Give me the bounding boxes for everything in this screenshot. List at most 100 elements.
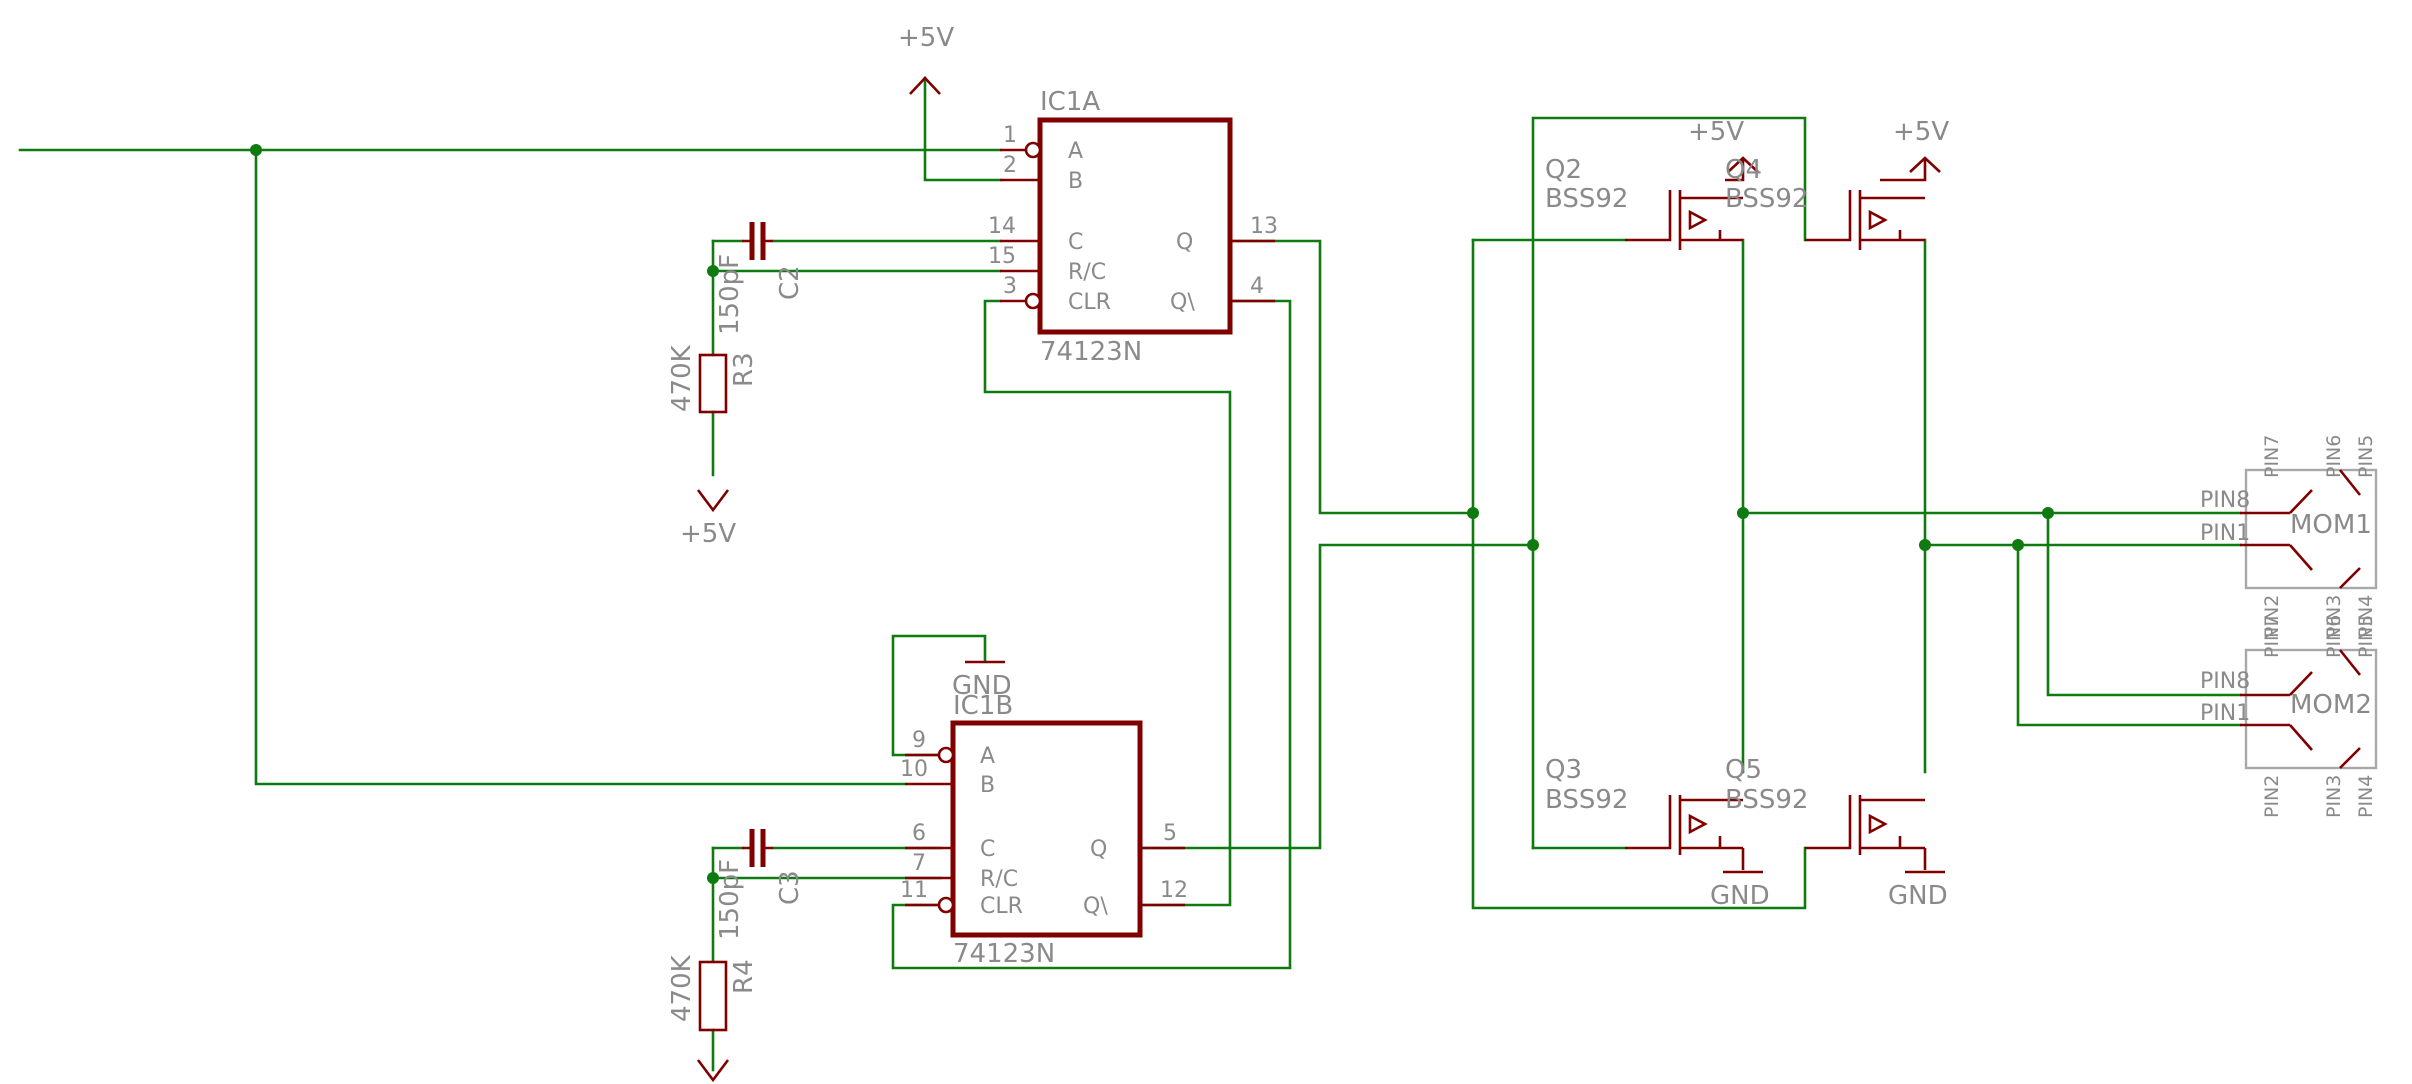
q2-mosfet-icon: [1625, 190, 1743, 250]
ic1a-label-c: C: [1068, 230, 1083, 255]
ic1b-pin-qn-num: 12: [1160, 878, 1188, 903]
wire-ic1a-qn-to-ic1b-clr: [891, 299, 1292, 970]
switch-icon: [2240, 649, 2362, 769]
q4-name: Q4: [1725, 155, 1762, 185]
ic1b-pin-rc-num: 7: [912, 851, 926, 876]
c2-value: 150pF: [715, 254, 745, 335]
ic1b-label-q: Q: [1090, 837, 1107, 862]
vcc-arrow-icon: [1909, 156, 1941, 173]
ic1a-label-a: A: [1068, 139, 1083, 164]
mom1-pin8: PIN8: [2200, 488, 2250, 513]
mom2-pin5: PIN5: [2355, 615, 2377, 658]
mom1-pin1: PIN1: [2200, 521, 2250, 546]
mom1-body: [2244, 468, 2378, 590]
q5-mosfet-icon: [1805, 795, 1925, 855]
ic1a-symbol: IC1A 74123N 1 2 14 15 3 13 4 A B C R/C C…: [988, 87, 1278, 367]
vcc-arrow-icon: [1880, 160, 1927, 182]
mom2-pin4: PIN4: [2355, 775, 2377, 818]
ic1b-pin-c-num: 6: [912, 821, 926, 846]
ic1a-pin-leads: [1000, 148, 1275, 303]
mom2-name: MOM2: [2290, 690, 2372, 720]
r4-name: R4: [729, 959, 759, 994]
ic1b-label-b: B: [980, 773, 995, 798]
junction-dot: [2012, 539, 2024, 551]
q2-name: Q2: [1545, 155, 1582, 185]
mom1-pin7: PIN7: [2261, 435, 2283, 478]
c2-name: C2: [775, 265, 805, 300]
mom2-pin7: PIN7: [2261, 615, 2283, 658]
mom1-pin5: PIN5: [2355, 435, 2377, 478]
vcc-label: +5V: [1893, 117, 1949, 147]
r4-value: 470K: [667, 954, 697, 1022]
junction-dot: [707, 265, 719, 277]
q5-type: BSS92: [1725, 785, 1808, 815]
passives: C2 150pF R3 470K C3 150pF R4 470K: [667, 222, 805, 1032]
wire-ic1b-q: [1138, 543, 1535, 850]
ic1a-pin-clr-num: 3: [1003, 274, 1017, 299]
ic1a-label-q: Q: [1176, 230, 1193, 255]
resistor-icon: [698, 353, 728, 414]
ic1b-pin-clr-num: 11: [900, 878, 928, 903]
r3-name: R3: [729, 352, 759, 387]
ic1a-label-qn: Q\: [1170, 290, 1195, 315]
ic1b-label-qn: Q\: [1083, 894, 1108, 919]
ic1b-label-clr: CLR: [980, 894, 1023, 919]
ic1a-pin-q-num: 13: [1250, 214, 1278, 239]
wire-net-q2-q5-gate: [1471, 238, 1807, 910]
q2-type: BSS92: [1545, 184, 1628, 214]
junction-dot: [250, 144, 262, 156]
vcc-arrow-icon: [696, 1059, 730, 1083]
mom1-pin4: PIN4: [2355, 595, 2377, 638]
resistor-icon: [698, 960, 728, 1032]
mom1-pin6: PIN6: [2323, 435, 2345, 478]
wire-ic1a-q: [1228, 239, 1475, 515]
q3-name: Q3: [1545, 755, 1582, 785]
ic1b-label-c: C: [980, 837, 995, 862]
ic1a-label-rc: R/C: [1068, 260, 1106, 285]
vcc-label: +5V: [680, 519, 736, 549]
wire-input-to-ic1b-pin10: [254, 148, 907, 786]
ic1a-pin-rc-num: 15: [988, 244, 1016, 269]
q4-type: BSS92: [1725, 184, 1808, 214]
junction-dot: [1919, 539, 1931, 551]
ic1b-label-a: A: [980, 744, 995, 769]
inversion-bubble-icon: [937, 896, 955, 914]
mom1-connector: MOM1 PIN8 PIN1 PIN7 PIN6 PIN5 PIN2 PIN3 …: [2200, 435, 2378, 638]
ic1a-pin-c-num: 14: [988, 214, 1016, 239]
vcc-arrow-icon: [1725, 160, 1745, 182]
gnd-label: GND: [1710, 881, 1770, 911]
mom2-body: [2244, 648, 2378, 770]
junction-dot: [1737, 507, 1749, 519]
vcc-label: +5V: [898, 23, 954, 53]
junction-dot: [2042, 507, 2054, 519]
wire-net-q3-q4-gate: [1531, 116, 1807, 850]
mom2-pin1: PIN1: [2200, 701, 2250, 726]
mom2-pin2: PIN2: [2261, 775, 2283, 818]
vcc-arrow-icon: [1727, 156, 1759, 173]
junction-dot: [1467, 507, 1479, 519]
ic1a-label-b: B: [1068, 169, 1083, 194]
ic1b-pin-q-num: 5: [1163, 821, 1177, 846]
switch-icon: [2240, 469, 2362, 589]
mom2-pin8: PIN8: [2200, 669, 2250, 694]
ic1b-label-rc: R/C: [980, 867, 1018, 892]
wire-ic1a-clr-to-ic1b-qn: [983, 299, 1232, 907]
ic1b-symbol: IC1B 74123N 9 10 6 7 11 5 12 A B C R/C C…: [900, 691, 1188, 969]
ic1b-type: 74123N: [953, 939, 1055, 969]
ic1a-name: IC1A: [1040, 87, 1100, 117]
wire-out-a-to-mom2: [2046, 511, 2242, 697]
capacitor-icon: [749, 829, 766, 867]
inversion-bubble-icon: [1024, 141, 1042, 159]
q3-mosfet-icon: [1625, 795, 1743, 855]
ic1a-type: 74123N: [1040, 337, 1142, 367]
gnd-label: GND: [952, 671, 1012, 701]
inversion-bubble-icon: [937, 746, 955, 764]
mom1-name: MOM1: [2290, 510, 2372, 540]
mosfets: Q2 BSS92 Q4 BSS92 Q3 BSS92 Q5 BSS92: [1545, 155, 1925, 855]
c3-value: 150pF: [715, 859, 745, 940]
gnd-label: GND: [1888, 881, 1948, 911]
ic1a-pin-b-num: 2: [1003, 153, 1017, 178]
ic1b-body: [950, 720, 1143, 938]
q5-name: Q5: [1725, 755, 1762, 785]
